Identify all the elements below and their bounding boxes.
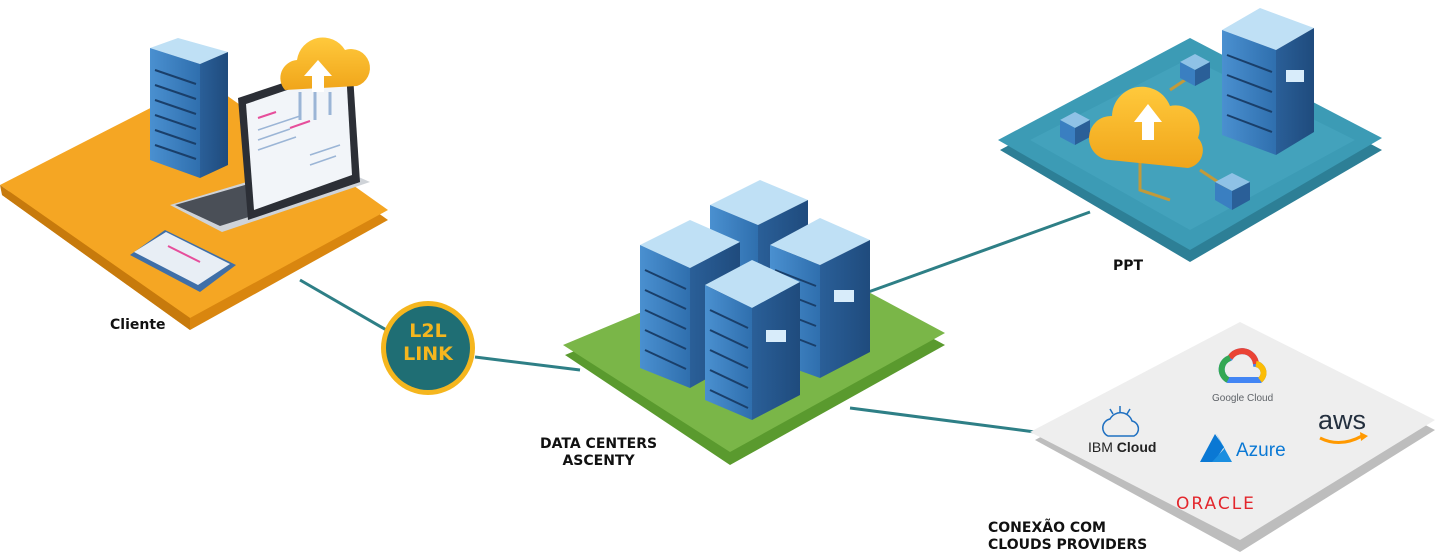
ppt-elements: [1060, 8, 1314, 210]
datacenter-servers: [640, 180, 870, 420]
cloud-text: Cloud: [1116, 439, 1157, 455]
ibm-cloud-text: IBM Cloud: [1088, 439, 1156, 455]
l2l-link-line2: LINK: [403, 343, 453, 365]
google-cloud-text: Google Cloud: [1212, 393, 1274, 404]
cliente-label: Cliente: [110, 317, 166, 333]
azure-text: Azure: [1236, 440, 1286, 461]
google-cloud-logo: [1218, 348, 1267, 383]
connector-datacenters-clouds: [849, 406, 1036, 434]
laptop-icon: [170, 60, 370, 232]
server-rack-icon: [705, 260, 800, 420]
clouds-label: CONEXÃO COM CLOUDS PROVIDERS: [988, 520, 1147, 554]
clouds-label-line1: CONEXÃO COM: [988, 520, 1106, 536]
upload-cloud-icon: [280, 37, 370, 120]
datacenters-label-line2: ASCENTY: [562, 453, 635, 469]
l2l-link-line1: L2L: [409, 320, 447, 342]
datacenters-label: DATA CENTERS ASCENTY: [540, 436, 657, 470]
connector-link-datacenters: [474, 355, 581, 372]
node-cube-icon: [1215, 173, 1250, 210]
ppt-label: PPT: [1113, 258, 1144, 274]
clouds-label-line2: CLOUDS PROVIDERS: [988, 537, 1148, 553]
server-rack-icon: [150, 38, 228, 178]
node-cube-icon: [1060, 112, 1090, 145]
datacenters-label-line1: DATA CENTERS: [540, 436, 658, 452]
ibm-text: IBM: [1088, 439, 1113, 455]
connector-datacenters-ppt: [859, 210, 1091, 297]
tablet-icon: [130, 230, 236, 292]
l2l-link-badge: [381, 301, 475, 395]
clouds-platform: [1030, 322, 1435, 552]
ibm-cloud-logo: [1102, 406, 1140, 437]
aws-logo: [1319, 432, 1368, 444]
l2l-link-text: L2L LINK: [386, 320, 470, 366]
oracle-text: ORACLE: [1176, 494, 1256, 514]
aws-text: aws: [1318, 405, 1367, 435]
server-rack-icon: [1222, 8, 1314, 155]
upload-cloud-icon: [1088, 86, 1203, 168]
azure-logo: [1200, 433, 1232, 462]
connector-lines: [299, 210, 1091, 434]
connector-cliente-link: [299, 278, 396, 337]
node-cube-icon: [1180, 54, 1210, 86]
